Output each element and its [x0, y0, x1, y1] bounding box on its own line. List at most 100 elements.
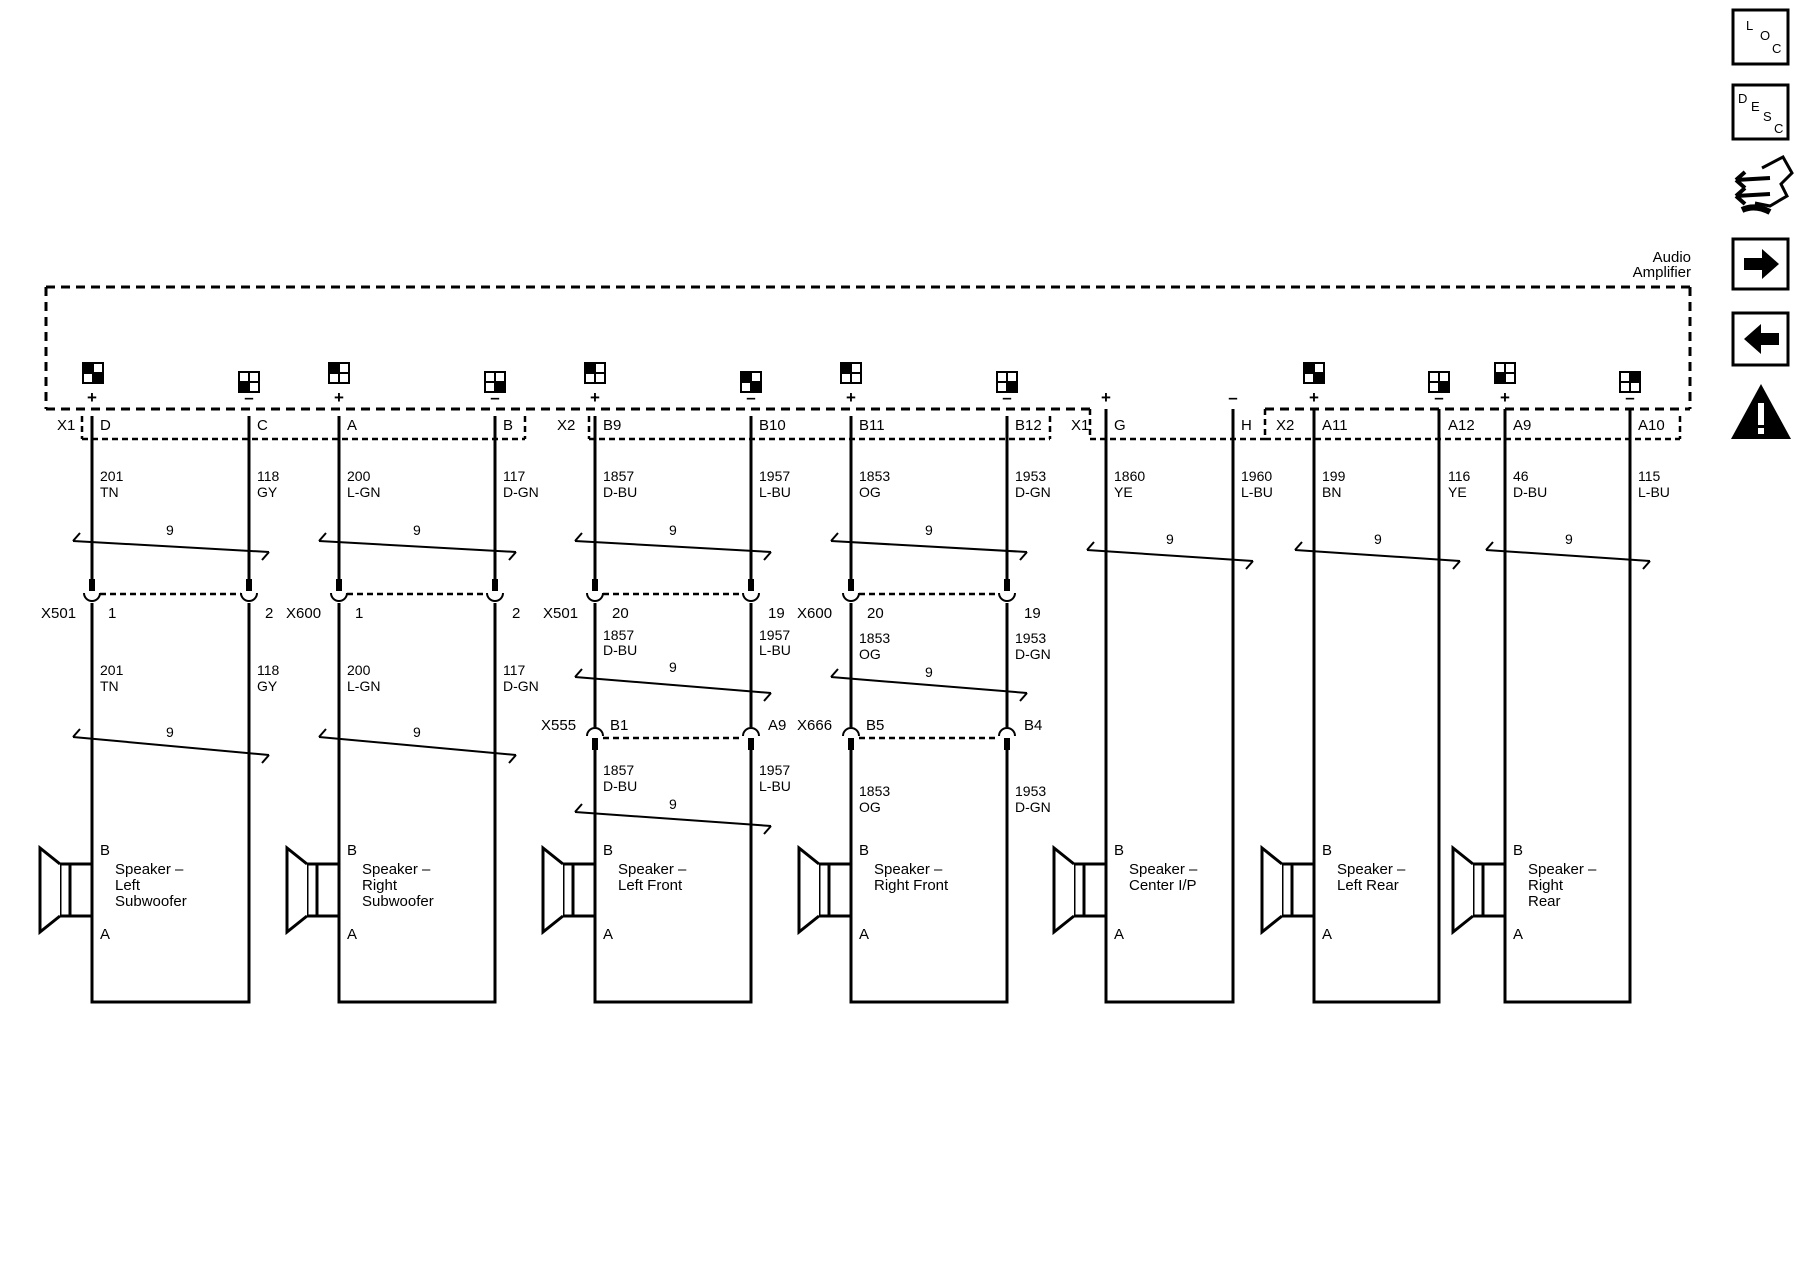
svg-text:1857: 1857	[603, 627, 634, 643]
speaker-pin-a: A	[347, 926, 357, 943]
amp-pin: G	[1114, 417, 1126, 434]
svg-text:GY: GY	[257, 484, 278, 500]
svg-text:L-BU: L-BU	[759, 778, 791, 794]
amp-pin: C	[257, 417, 268, 434]
svg-text:L-GN: L-GN	[347, 678, 380, 694]
amplifier-title-line2: Amplifier	[1633, 264, 1691, 281]
svg-text:1953: 1953	[1015, 783, 1046, 799]
svg-text:C: C	[1772, 41, 1781, 56]
arrow-right-icon	[1744, 249, 1779, 279]
amp-pin: H	[1241, 417, 1252, 434]
svg-text:B1: B1	[610, 717, 628, 734]
svg-text:+: +	[846, 388, 856, 407]
svg-text:–: –	[1434, 388, 1443, 407]
svg-text:+: +	[334, 388, 344, 407]
svg-text:B5: B5	[866, 717, 884, 734]
speaker-label-line: Left Rear	[1337, 877, 1399, 894]
amplifier-title-line1: Audio	[1653, 249, 1691, 266]
svg-text:9: 9	[925, 664, 933, 680]
twisted-pair-indicators	[72, 532, 1651, 835]
svg-text:1860: 1860	[1114, 468, 1145, 484]
svg-text:A9: A9	[768, 717, 786, 734]
connector-strips	[80, 409, 1682, 441]
speaker-label-line: Speaker –	[1337, 861, 1406, 878]
svg-text:1857: 1857	[603, 468, 634, 484]
svg-text:TN: TN	[100, 484, 119, 500]
svg-text:9: 9	[166, 724, 174, 740]
speaker-label-line: Right Front	[874, 877, 949, 894]
svg-text:–: –	[1625, 388, 1634, 407]
speaker-pin-b: B	[603, 842, 613, 859]
svg-text:9: 9	[1166, 531, 1174, 547]
loc-button[interactable]: L O C	[1731, 8, 1790, 66]
svg-text:1957: 1957	[759, 762, 790, 778]
svg-text:L: L	[1746, 18, 1753, 33]
svg-text:+: +	[1500, 388, 1510, 407]
svg-text:1: 1	[108, 605, 116, 622]
svg-text:YE: YE	[1114, 484, 1133, 500]
svg-text:1953: 1953	[1015, 630, 1046, 646]
svg-text:1957: 1957	[759, 468, 790, 484]
svg-text:201: 201	[100, 662, 124, 678]
svg-text:L-BU: L-BU	[759, 642, 791, 658]
svg-text:19: 19	[1024, 605, 1041, 622]
svg-text:D-BU: D-BU	[603, 778, 637, 794]
svg-text:9: 9	[413, 724, 421, 740]
back-arrow-button[interactable]	[1731, 311, 1790, 367]
svg-text:D-BU: D-BU	[603, 642, 637, 658]
svg-text:118: 118	[257, 468, 280, 484]
svg-text:116: 116	[1448, 468, 1471, 484]
connector-x600-right: X600	[797, 605, 832, 622]
svg-text:+: +	[1309, 388, 1319, 407]
svg-text:9: 9	[669, 659, 677, 675]
svg-text:9: 9	[166, 522, 174, 538]
svg-text:D-GN: D-GN	[1015, 799, 1051, 815]
connector-end-view-icon[interactable]	[1734, 154, 1794, 215]
svg-text:117: 117	[503, 662, 526, 678]
arrow-left-icon	[1744, 324, 1779, 354]
svg-text:C: C	[1774, 121, 1783, 136]
svg-text:E: E	[1751, 99, 1760, 114]
svg-text:9: 9	[1374, 531, 1382, 547]
svg-text:20: 20	[612, 605, 629, 622]
svg-text:B4: B4	[1024, 717, 1042, 734]
connector-x501-left: X501	[41, 605, 76, 622]
amp-pin: A10	[1638, 417, 1665, 434]
audio-amplifier-box	[44, 285, 1692, 411]
svg-text:D-BU: D-BU	[1513, 484, 1547, 500]
speaker-pin-b: B	[1322, 842, 1332, 859]
svg-text:+: +	[590, 388, 600, 407]
speaker-label-line: Subwoofer	[115, 893, 187, 910]
svg-text:D-GN: D-GN	[1015, 646, 1051, 662]
speaker-pin-a: A	[1513, 926, 1523, 943]
speaker-label-line: Speaker –	[362, 861, 431, 878]
svg-text:D: D	[1738, 91, 1747, 106]
svg-text:TN: TN	[100, 678, 119, 694]
speaker-pin-a: A	[1322, 926, 1332, 943]
wires	[90, 409, 1632, 1004]
connector-x555: X555	[541, 717, 576, 734]
svg-text:L-GN: L-GN	[347, 484, 380, 500]
warning-icon[interactable]	[1731, 384, 1791, 439]
speaker-pin-b: B	[1513, 842, 1523, 859]
svg-text:L-BU: L-BU	[1638, 484, 1670, 500]
svg-text:OG: OG	[859, 484, 881, 500]
svg-text:D-GN: D-GN	[503, 678, 539, 694]
desc-button[interactable]: D E S C	[1731, 83, 1790, 141]
inline-pin-labels: 1 2 1 2 20 19 20 19 B1 A9 B5 B4	[108, 605, 1042, 734]
speaker-pin-b: B	[859, 842, 869, 859]
svg-text:D-GN: D-GN	[1015, 484, 1051, 500]
speaker-pin-a: A	[100, 926, 110, 943]
svg-text:200: 200	[347, 468, 371, 484]
next-arrow-button[interactable]	[1731, 237, 1790, 291]
amp-pin: A12	[1448, 417, 1475, 434]
svg-text:D-BU: D-BU	[603, 484, 637, 500]
svg-text:200: 200	[347, 662, 371, 678]
svg-text:O: O	[1760, 28, 1770, 43]
